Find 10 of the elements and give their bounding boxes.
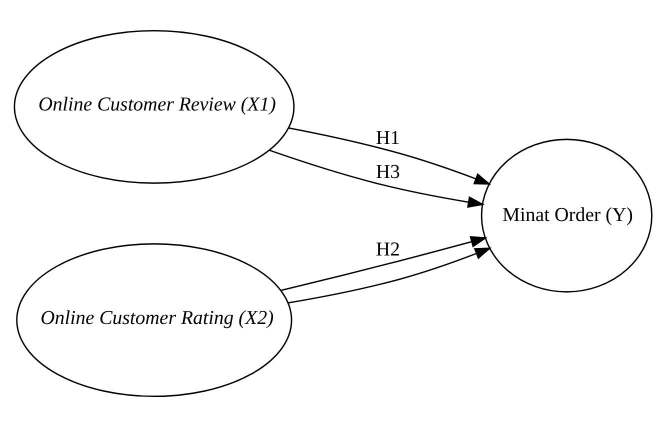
arrow (288, 248, 492, 304)
edge-label: H2 (376, 238, 400, 260)
edge-label: H1 (376, 126, 400, 149)
node-ellipse: Online Customer Rating (X2) (16, 243, 292, 398)
node-ellipse: Minat Order (Y) (480, 138, 652, 293)
edge-label: H3 (376, 160, 400, 183)
arrow (281, 236, 488, 291)
node-ellipse: Online Customer Review (X1) (14, 30, 295, 184)
arrow (269, 150, 485, 208)
arrow (288, 127, 492, 185)
